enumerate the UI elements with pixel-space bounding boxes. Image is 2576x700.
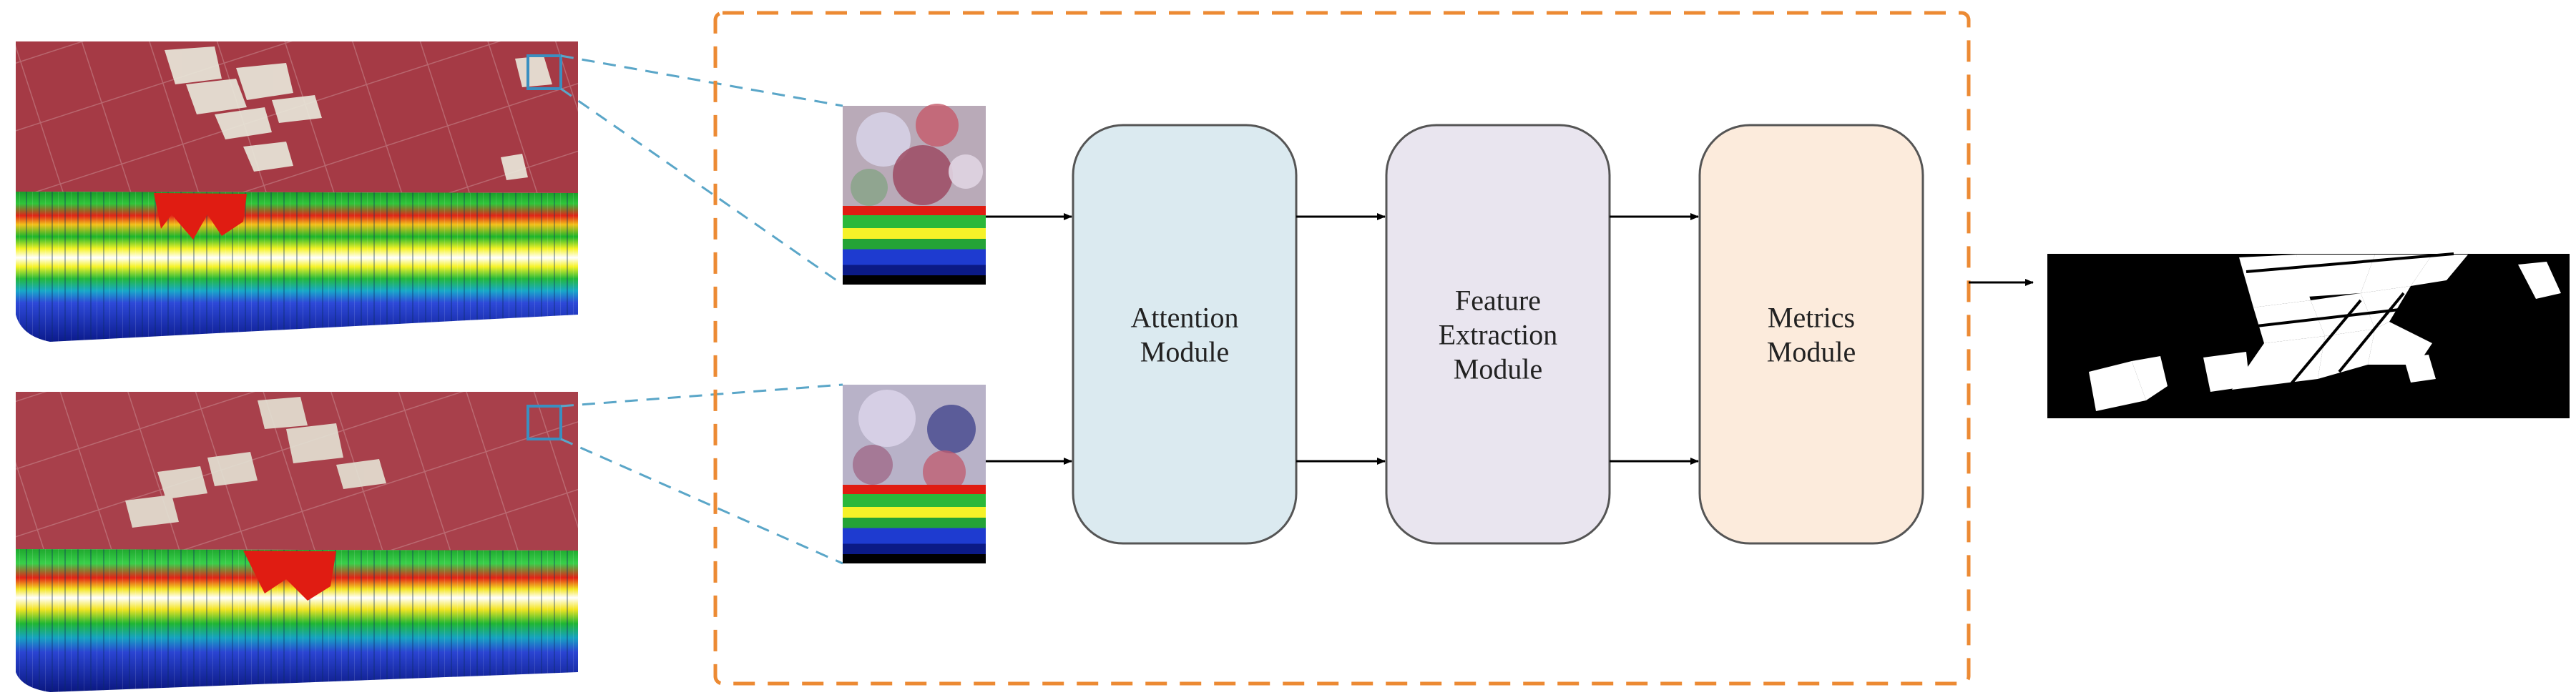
cube-t1-bright-fields	[165, 46, 552, 180]
module-attention-box	[1072, 124, 1298, 545]
change-map-icon	[2047, 252, 2570, 418]
module-feature-extraction-label-line: Feature	[1455, 285, 1541, 317]
processing-frame	[713, 11, 1971, 686]
modules-layer: AttentionModuleFeatureExtractionModuleMe…	[1072, 124, 1924, 545]
hyperspectral-cube-t2-icon	[16, 392, 578, 692]
module-metrics-box	[1698, 124, 1924, 545]
flow-arrows	[986, 213, 2034, 465]
module-metrics-label-line: Module	[1767, 336, 1856, 368]
module-attention-label-line: Attention	[1130, 302, 1238, 334]
module-metrics-label-line: Metrics	[1768, 302, 1855, 334]
patch-cube-t2-icon	[843, 385, 986, 563]
module-feature-extraction-label-line: Extraction	[1439, 319, 1558, 351]
module-feature-extraction-label-line: Module	[1454, 353, 1542, 385]
hyperspectral-cube-t1-icon	[16, 41, 578, 342]
module-feature-extraction-box	[1385, 124, 1611, 545]
cube-t1-patch-marker	[527, 54, 562, 90]
zoom-lines	[560, 54, 843, 565]
patch-cube-t1-icon	[843, 104, 986, 285]
module-attention-label-line: Module	[1140, 336, 1229, 368]
cube-t2-bright-fields	[125, 397, 386, 528]
cube-t2-patch-marker	[527, 405, 562, 440]
